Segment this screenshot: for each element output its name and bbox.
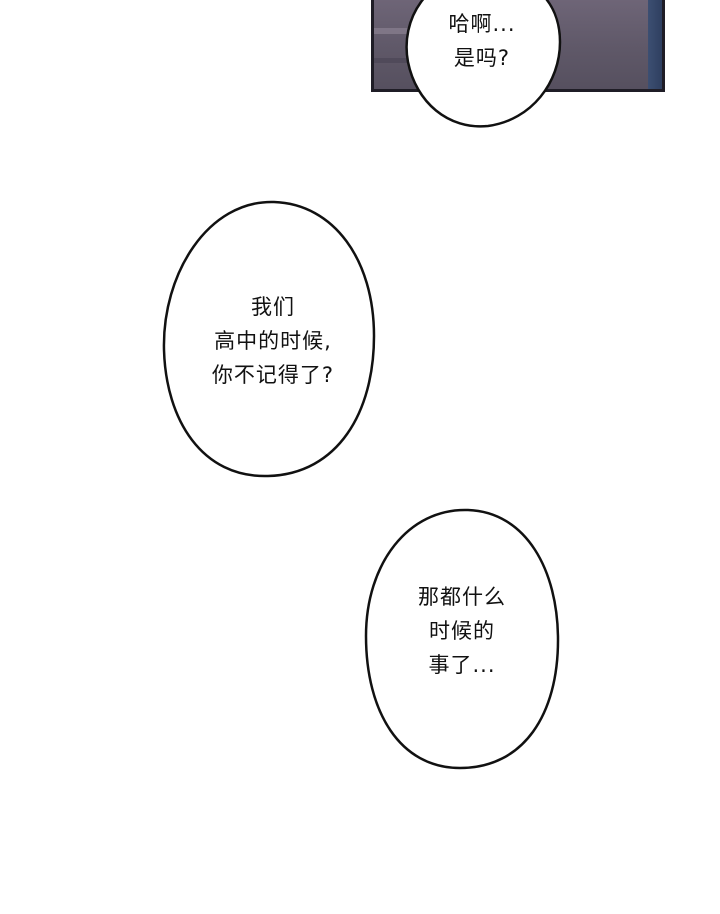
speech-bubble-outline <box>405 0 562 128</box>
bubble-text-line: 你不记得了? <box>211 363 335 387</box>
background-ledge-shadow <box>374 58 434 63</box>
bubble-text-line: 我们 <box>251 295 295 319</box>
bubble-text-line: 那都什么 <box>418 585 506 609</box>
speech-bubble-outline <box>364 508 560 770</box>
character-sleeve <box>648 0 662 89</box>
speech-bubble-outline <box>162 200 376 478</box>
speech-bubble-bottom: 那都什么 时候的 事了... <box>364 508 560 770</box>
bubble-text-line: 事了... <box>428 653 496 677</box>
bubble-text-line: 哈啊... <box>448 12 516 36</box>
background-ledge <box>374 28 434 34</box>
speech-bubble-top: 哈啊... 是吗? <box>402 0 562 128</box>
speech-bubble-middle: 我们 高中的时候, 你不记得了? <box>162 200 376 478</box>
bubble-text-line: 高中的时候, <box>214 329 332 353</box>
bubble-text-line: 是吗? <box>453 46 511 70</box>
bubble-text-line: 时候的 <box>429 619 495 643</box>
